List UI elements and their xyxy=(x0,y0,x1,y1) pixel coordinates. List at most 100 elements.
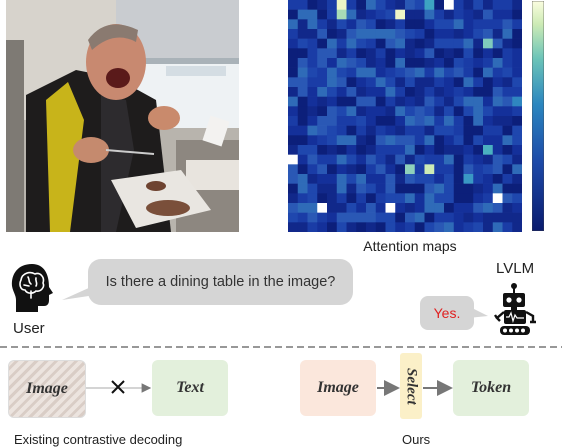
heatmap-cell xyxy=(288,19,299,30)
heatmap-cell xyxy=(385,48,396,59)
heatmap-cell xyxy=(434,38,445,49)
heatmap-cell xyxy=(463,48,474,59)
heatmap-cell xyxy=(346,77,357,88)
heatmap-cell xyxy=(414,212,425,223)
heatmap-cell xyxy=(375,58,386,68)
heatmap-cell xyxy=(346,38,357,49)
heatmap-cell xyxy=(473,116,484,126)
heatmap-cell xyxy=(336,222,347,232)
heatmap-cell xyxy=(395,116,406,126)
heatmap-cell xyxy=(336,183,347,194)
heatmap-cell xyxy=(356,164,367,175)
heatmap-cell xyxy=(414,29,425,39)
heatmap-cell xyxy=(473,203,484,213)
heatmap-cell xyxy=(356,193,367,204)
heatmap-cell xyxy=(502,58,513,68)
attention-heatmap xyxy=(288,0,522,232)
heatmap-cell xyxy=(414,193,425,204)
heatmap-cell xyxy=(356,0,367,10)
heatmap-cell xyxy=(297,9,308,20)
heatmap-cell xyxy=(405,183,416,194)
heatmap-cell xyxy=(414,145,425,155)
heatmap-cell xyxy=(356,116,367,126)
heatmap-cell xyxy=(356,154,367,165)
heatmap-cell xyxy=(297,67,308,78)
heatmap-cell xyxy=(375,174,386,184)
heatmap-cell xyxy=(346,193,357,204)
heatmap-cell xyxy=(336,9,347,20)
heatmap-cell xyxy=(463,193,474,204)
heatmap-cell xyxy=(473,174,484,184)
heatmap-cell xyxy=(336,212,347,223)
heatmap-cell xyxy=(512,193,522,204)
heatmap-cell xyxy=(414,77,425,88)
heatmap-cell xyxy=(297,125,308,136)
heatmap-cell xyxy=(385,9,396,20)
heatmap-cell xyxy=(473,125,484,136)
heatmap-cell xyxy=(424,145,435,155)
attention-maps-label: Attention maps xyxy=(363,238,457,254)
heatmap-cell xyxy=(405,77,416,88)
heatmap-cell xyxy=(395,9,406,20)
heatmap-cell xyxy=(405,106,416,117)
heatmap-cell xyxy=(346,9,357,20)
heatmap-cell xyxy=(288,183,299,194)
heatmap-cell xyxy=(395,58,406,68)
heatmap-cell xyxy=(483,125,494,136)
heatmap-cell xyxy=(356,212,367,223)
heatmap-cell xyxy=(502,0,513,10)
existing-text-label: Text xyxy=(176,379,204,396)
heatmap-cell xyxy=(424,193,435,204)
heatmap-cell xyxy=(483,116,494,126)
heatmap-cell xyxy=(492,222,503,232)
heatmap-cell xyxy=(463,135,474,146)
heatmap-cell xyxy=(492,58,503,68)
heatmap-cell xyxy=(385,135,396,146)
heatmap-cell xyxy=(385,0,396,10)
heatmap-cell xyxy=(317,222,328,232)
heatmap-cell xyxy=(424,48,435,59)
answer-bubble xyxy=(420,296,474,330)
heatmap-cell xyxy=(346,154,357,165)
heatmap-cell xyxy=(366,145,377,155)
heatmap-cell xyxy=(512,96,522,107)
heatmap-cell xyxy=(385,106,396,117)
heatmap-cell xyxy=(356,145,367,155)
heatmap-cell xyxy=(405,0,416,10)
heatmap-cell xyxy=(492,9,503,20)
heatmap-cell xyxy=(405,203,416,213)
heatmap-cell xyxy=(336,67,347,78)
heatmap-cell xyxy=(492,135,503,146)
heatmap-cell xyxy=(453,87,464,97)
heatmap-cell xyxy=(288,135,299,146)
heatmap-cell xyxy=(473,222,484,232)
heatmap-cell xyxy=(366,0,377,10)
ours-select-box: Select xyxy=(400,353,422,419)
heatmap-cell xyxy=(297,116,308,126)
heatmap-cell xyxy=(444,87,455,97)
heatmap-cell xyxy=(434,135,445,146)
heatmap-cell xyxy=(492,212,503,223)
heatmap-cell xyxy=(453,29,464,39)
heatmap-cell xyxy=(336,135,347,146)
heatmap-cell xyxy=(385,203,396,213)
heatmap-cell xyxy=(512,203,522,213)
heatmap-cell xyxy=(346,125,357,136)
heatmap-cell xyxy=(395,48,406,59)
heatmap-cell xyxy=(434,9,445,20)
heatmap-cell xyxy=(492,48,503,59)
heatmap-cell xyxy=(385,116,396,126)
heatmap-cell xyxy=(317,145,328,155)
heatmap-cell xyxy=(356,58,367,68)
heatmap-cell xyxy=(502,222,513,232)
heatmap-cell xyxy=(453,193,464,204)
heatmap-cell xyxy=(463,203,474,213)
heatmap-cell xyxy=(375,38,386,49)
heatmap-cell xyxy=(463,125,474,136)
heatmap-cell xyxy=(434,212,445,223)
heatmap-cell xyxy=(424,38,435,49)
heatmap-cell xyxy=(356,67,367,78)
heatmap-cell xyxy=(375,183,386,194)
heatmap-cell xyxy=(444,193,455,204)
heatmap-cell xyxy=(424,174,435,184)
